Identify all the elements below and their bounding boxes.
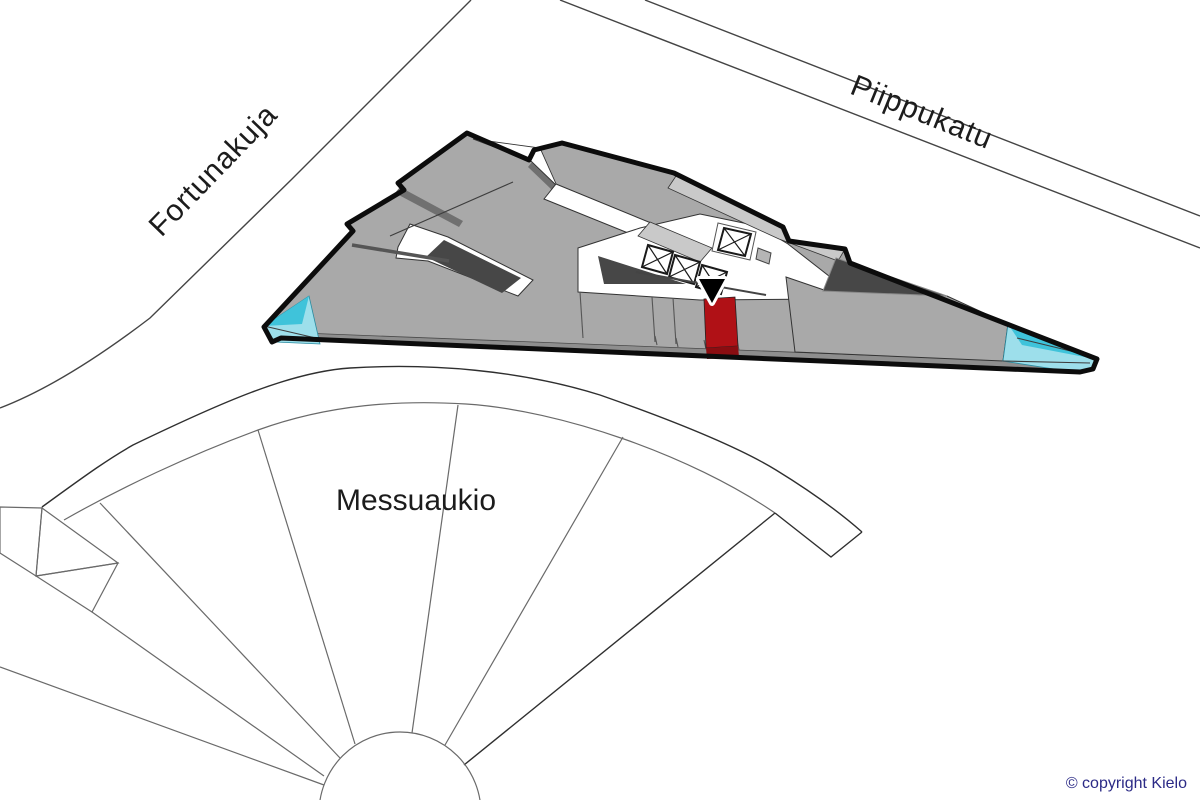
elevator-shaft-outline	[711, 222, 757, 261]
plaza-stair-structure	[0, 506, 120, 613]
plaza-ray-3	[411, 404, 459, 734]
plaza-ray-7	[91, 611, 325, 777]
stair-quad	[0, 506, 43, 578]
plaza-ray-4	[444, 436, 624, 746]
street-piippukatu	[559, 0, 1200, 249]
plaza-band-endcap	[774, 512, 863, 558]
roof-slab-edge-1	[395, 187, 463, 227]
roof-slab-edge-2	[528, 162, 556, 190]
street-label-piippukatu: Piippukatu	[846, 69, 998, 156]
plaza-center-circle	[319, 731, 481, 800]
street-line-fortunakuja	[0, 0, 472, 409]
plaza-ray-2	[257, 429, 356, 745]
street-line-piippukatu-upper	[644, 0, 1200, 217]
street-label-fortunakuja: Fortunakuja	[143, 98, 284, 243]
highlighted-unit[interactable]	[703, 296, 739, 359]
courtyard-west-dark	[426, 240, 521, 293]
plaza-outer-arc	[41, 365, 863, 533]
courtyard-west-rail	[351, 243, 450, 263]
copyright-notice: © copyright Kielo	[1066, 775, 1187, 792]
elevator-icon-1	[640, 243, 675, 276]
location-marker-icon	[696, 276, 728, 306]
plaza-ray-5	[463, 512, 776, 766]
street-fortunakuja	[0, 0, 472, 409]
plaza-inner-arc	[63, 402, 776, 521]
roof-slab-divider	[389, 181, 514, 237]
stair-triangle-1	[35, 506, 120, 577]
plaza-label-messuaukio: Messuaukio	[336, 484, 496, 517]
plaza-ray-1	[99, 502, 341, 759]
highlighted-unit-roof[interactable]	[703, 296, 739, 349]
building-outline	[261, 130, 1100, 375]
elevator-icon-4	[711, 222, 757, 261]
plaza-ray-6	[0, 666, 325, 786]
street-line-piippukatu-lower	[559, 0, 1200, 249]
wall-stub	[755, 247, 772, 265]
stair-triangle-2	[34, 562, 120, 613]
plaza-fan	[0, 365, 863, 800]
elevator-icon-2	[667, 253, 702, 286]
building	[261, 130, 1100, 375]
